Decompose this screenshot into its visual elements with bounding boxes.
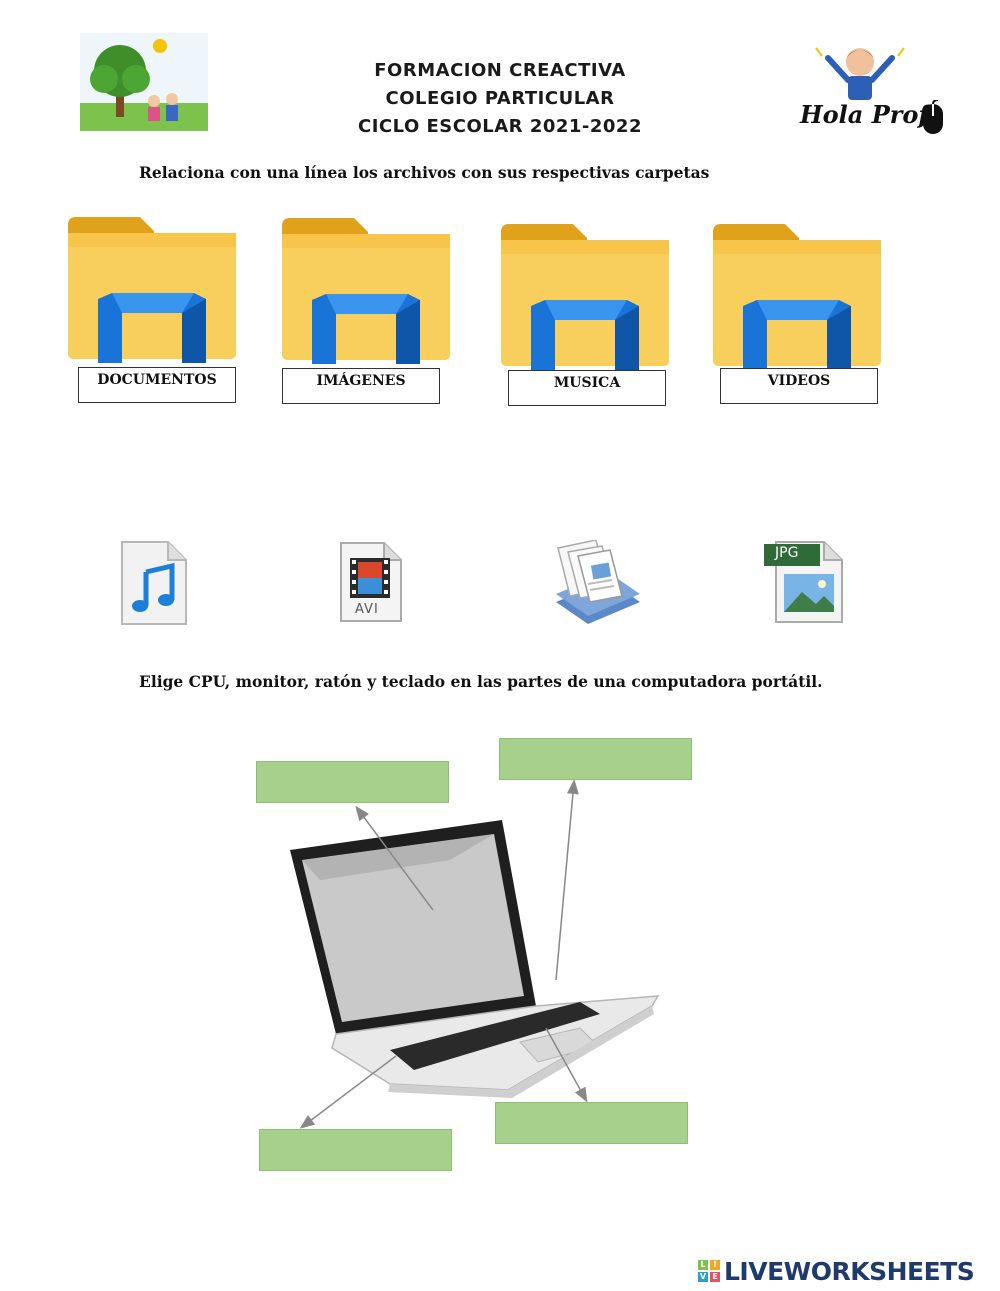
instruction-folders: Relaciona con una línea los archivos con… bbox=[139, 163, 710, 182]
music-file-icon[interactable] bbox=[118, 538, 190, 628]
laptop-image bbox=[280, 820, 670, 1100]
jpg-file-tag: JPG bbox=[775, 545, 799, 561]
folder-label-videos[interactable]: VIDEOS bbox=[720, 368, 878, 404]
instruction-laptop: Elige CPU, monitor, ratón y teclado en l… bbox=[139, 672, 823, 691]
hola-prof-logo bbox=[798, 38, 948, 138]
answer-box-monitor[interactable] bbox=[256, 761, 449, 803]
images-folder-icon bbox=[282, 218, 452, 368]
folder-label-imagenes[interactable]: IMÁGENES bbox=[282, 368, 440, 404]
jpg-image-file-icon[interactable] bbox=[762, 538, 844, 624]
folder-label-musica[interactable]: MUSICA bbox=[508, 370, 666, 406]
music-folder-icon bbox=[501, 224, 671, 374]
arrow-to-bottom-right-box bbox=[545, 1027, 588, 1103]
school-logo-image bbox=[80, 33, 208, 131]
arrow-to-top-right-box bbox=[555, 779, 579, 981]
answer-box-keyboard[interactable] bbox=[499, 738, 692, 780]
live-badge-icon: L I V E bbox=[698, 1260, 720, 1282]
folder-label-documentos[interactable]: DOCUMENTOS bbox=[78, 367, 236, 403]
liveworksheets-wordmark: LIVEWORKSHEETS bbox=[724, 1256, 975, 1286]
avi-video-file-icon[interactable] bbox=[338, 540, 404, 624]
hola-prof-text: Hola Prof. bbox=[800, 100, 937, 129]
videos-folder-icon bbox=[713, 224, 883, 374]
answer-box-mouse[interactable] bbox=[495, 1102, 688, 1144]
header-line-2: COLEGIO PARTICULAR bbox=[385, 88, 615, 109]
answer-box-cpu[interactable] bbox=[259, 1129, 452, 1171]
documents-stack-icon[interactable] bbox=[548, 539, 646, 626]
mouse-icon bbox=[922, 99, 944, 136]
avi-file-tag: AVI bbox=[355, 602, 379, 617]
header-line-3: CICLO ESCOLAR 2021-2022 bbox=[358, 116, 642, 137]
arrow-to-bottom-left-box bbox=[299, 1055, 397, 1129]
documents-folder-icon bbox=[68, 217, 238, 367]
liveworksheets-logo: L I V E LIVEWORKSHEETS bbox=[698, 1255, 975, 1287]
header-line-1: FORMACION CREACTIVA bbox=[374, 60, 626, 81]
arrow-to-top-left-box bbox=[355, 805, 434, 911]
